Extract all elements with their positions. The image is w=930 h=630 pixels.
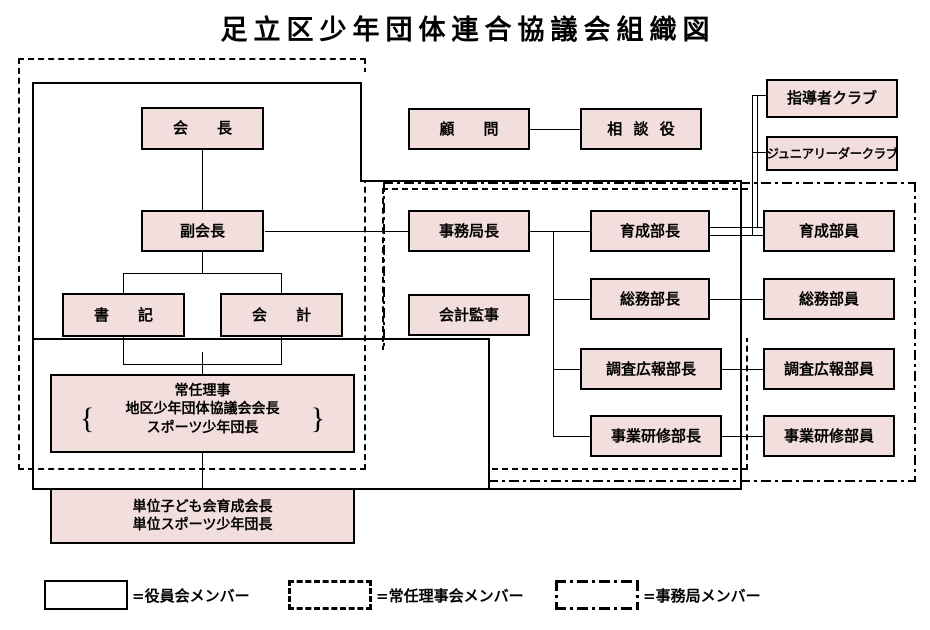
connector-trunk-to-chief-2	[553, 299, 591, 300]
node-president[interactable]: 会 長	[141, 107, 264, 150]
node-counselor[interactable]: 相 談 役	[580, 108, 702, 150]
legend: =役員会メンバー =常任理事会メンバー =事務局メンバー	[0, 575, 930, 620]
legend-item-standing-board: =常任理事会メンバー	[288, 580, 524, 610]
node-vice-president[interactable]: 副会長	[141, 210, 264, 252]
node-standing-director[interactable]: { } 常任理事 地区少年団体協議会会長 スポーツ少年団長	[50, 374, 355, 453]
connector-club-riser-b	[757, 95, 758, 227]
connector-chief-member-1b	[710, 235, 765, 236]
legend-label-standing-board: =常任理事会メンバー	[376, 586, 524, 605]
officers-border-seg-step-h1	[360, 180, 742, 182]
connector-to-secretary	[123, 273, 124, 293]
connector-president-vp	[202, 150, 203, 210]
node-member-jigyo-kenshu[interactable]: 事業研修部員	[763, 415, 895, 457]
connector-vp-split	[123, 273, 282, 274]
page-title: 足立区少年団体連合協議会組織図	[220, 15, 716, 46]
unit-group-line-1: 単位子ども会育成会長	[132, 499, 273, 515]
connector-standing-to-unit	[202, 453, 203, 488]
connector-club-junior	[752, 152, 766, 153]
mask-officers-lower	[370, 350, 490, 490]
node-secretary-general[interactable]: 事務局長	[408, 210, 530, 252]
officers-border-seg-left	[32, 82, 34, 490]
connector-club-riser-a	[752, 95, 753, 235]
brace-left: {	[80, 402, 95, 435]
region-standing-board-left	[18, 58, 366, 470]
node-member-chosa-koho[interactable]: 調査広報部員	[763, 348, 895, 390]
node-secretary[interactable]: 書 記	[62, 293, 185, 337]
node-chief-ikusei[interactable]: 育成部長	[590, 210, 710, 252]
connector-chief-member-4	[710, 436, 765, 437]
connector-chief-member-2	[710, 299, 765, 300]
officers-border-seg-right	[740, 180, 742, 490]
officers-border-seg-inner-h	[32, 338, 490, 340]
node-chief-jigyo-kenshu[interactable]: 事業研修部長	[590, 415, 722, 457]
connector-advisor-counselor	[530, 129, 580, 130]
connector-trunk-to-chief-1	[553, 231, 591, 232]
officers-border-seg-step-v1	[360, 82, 362, 182]
node-chief-chosa-koho[interactable]: 調査広報部長	[580, 348, 722, 390]
connector-chief-member-1	[710, 227, 765, 228]
legend-label-secretariat: =事務局メンバー	[643, 586, 761, 605]
connector-vp-to-secgen	[265, 231, 412, 232]
node-member-soumu[interactable]: 総務部員	[763, 278, 895, 320]
legend-swatch-solid	[44, 580, 128, 610]
node-chief-soumu[interactable]: 総務部長	[590, 278, 710, 320]
node-junior-leader-club[interactable]: ジュニアリーダークラブ	[766, 136, 898, 171]
connector-chief-member-3	[722, 369, 765, 370]
brace-right: }	[310, 402, 325, 435]
node-auditor[interactable]: 会計監事	[408, 294, 530, 336]
connector-merge-to-standing	[202, 352, 203, 374]
legend-label-officers: =役員会メンバー	[132, 586, 250, 605]
connector-dept-trunk	[553, 231, 554, 436]
connector-trunk-to-chief-4	[553, 436, 591, 437]
connector-club-leader	[752, 95, 766, 96]
node-leader-club[interactable]: 指導者クラブ	[766, 79, 898, 118]
node-member-ikusei[interactable]: 育成部員	[763, 210, 895, 252]
connector-trunk-to-chief-3	[553, 369, 581, 370]
node-advisor[interactable]: 顧 問	[408, 108, 530, 150]
node-unit-group[interactable]: 単位子ども会育成会長 単位スポーツ少年団長	[50, 488, 355, 544]
legend-item-secretariat: =事務局メンバー	[555, 580, 761, 610]
standing-director-line-3: スポーツ少年団長	[146, 419, 259, 436]
legend-swatch-dashdot	[555, 580, 639, 610]
officers-border-seg-bottom	[32, 488, 742, 490]
unit-group-line-2: 単位スポーツ少年団長	[132, 517, 273, 534]
standing-director-line-2: 地区少年団体協議会会長	[125, 401, 280, 418]
officers-border-seg-inner-v	[488, 338, 490, 490]
standing-director-line-1: 常任理事	[174, 383, 231, 399]
legend-item-officers: =役員会メンバー	[44, 580, 250, 610]
officers-border-seg-top	[32, 82, 362, 84]
connector-to-treasurer	[281, 273, 282, 293]
connector-vp-down	[202, 252, 203, 274]
connector-secretary-down	[123, 337, 124, 365]
connector-treasurer-down	[281, 337, 282, 365]
node-treasurer[interactable]: 会 計	[220, 293, 343, 337]
legend-swatch-dashed	[288, 580, 372, 610]
